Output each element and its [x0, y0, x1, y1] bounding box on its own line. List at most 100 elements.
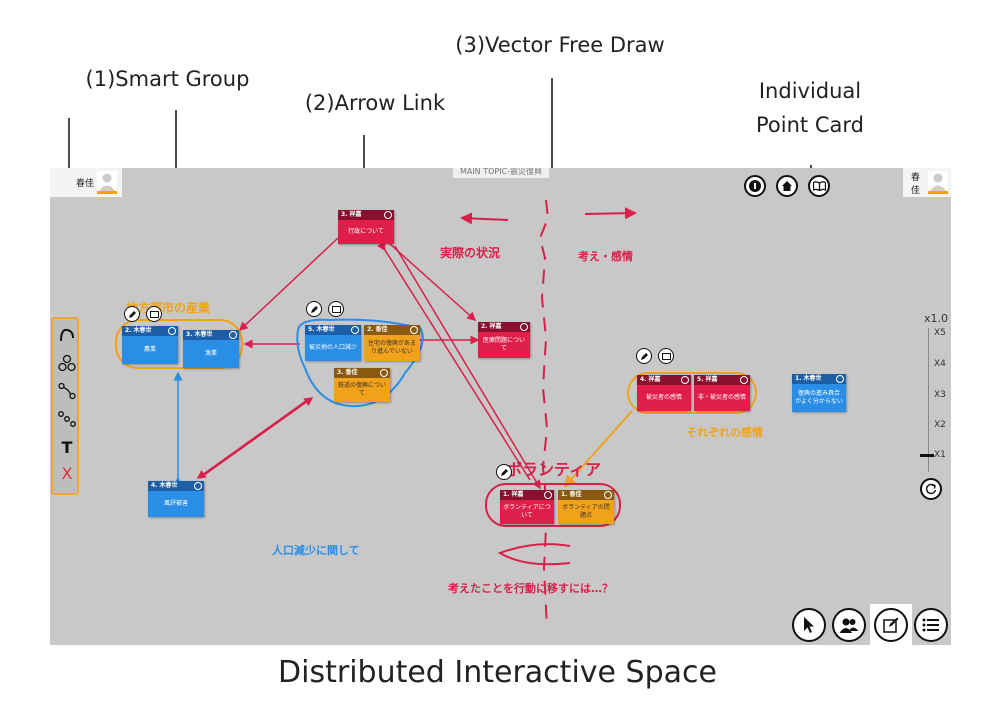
card-header: 4. 木春世 [148, 481, 204, 491]
user-right[interactable]: 春佳 [903, 168, 951, 197]
group-label-feelings: それぞれの感情 [686, 426, 763, 439]
pin-icon[interactable] [351, 326, 359, 334]
edit-pen-icon[interactable] [636, 348, 652, 364]
delete-tool-icon[interactable]: X [57, 463, 77, 483]
point-card[interactable]: 2. 香佳 住宅の復興があまり進んでいない [364, 325, 420, 361]
pin-icon[interactable] [604, 491, 612, 499]
point-card[interactable]: 1. 祥嘉 ボランティアについて [500, 490, 554, 524]
pin-icon[interactable] [681, 376, 689, 384]
zoom-level-selected[interactable]: X1 [934, 450, 946, 460]
annotation-smart-group: (1)Smart Group [85, 67, 250, 91]
interactive-canvas[interactable]: MAIN TOPIC-震災復興 春佳 春佳 [50, 168, 951, 645]
home-icon[interactable] [776, 175, 798, 197]
card-body: 非・被災者の感情 [697, 394, 746, 401]
pin-icon[interactable] [384, 211, 392, 219]
point-card[interactable]: 5. 木春世 被災地の人口減少 [305, 325, 361, 361]
pin-icon[interactable] [740, 376, 748, 384]
card-body: 漁業 [204, 350, 217, 357]
pin-icon[interactable] [520, 323, 528, 331]
card-header: 2. 木春世 [122, 326, 178, 336]
pin-icon[interactable] [410, 326, 418, 334]
zoom-level[interactable]: X2 [934, 420, 946, 430]
card-body: 鉄道の復興について [337, 382, 386, 397]
keyboard-icon[interactable] [328, 301, 344, 317]
list-mode-button[interactable] [914, 608, 948, 642]
individual-point-card[interactable]: 1. 木春世 復興の進み具合がよく分からない [792, 374, 846, 412]
point-card[interactable]: 3. 香佳 鉄道の復興について [334, 368, 390, 402]
user-avatar-icon [97, 171, 118, 194]
point-card[interactable]: 4. 木春世 風評被害 [148, 481, 204, 517]
card-header: 3. 祥嘉 [338, 210, 394, 220]
card-body: 風評被害 [163, 500, 188, 507]
annotation-individual-point-card-line1: Individual [758, 79, 862, 103]
zoom-level[interactable]: X5 [934, 328, 946, 338]
card-header: 3. 香佳 [334, 368, 390, 378]
users-mode-button[interactable] [832, 608, 866, 642]
card-body: 被災地の人口減少 [308, 344, 357, 351]
text-tool-label: T [61, 437, 73, 457]
user-left-name: 春佳 [76, 179, 95, 189]
annotation-vector-free-draw: (3)Vector Free Draw [455, 33, 665, 57]
zoom-slider-track[interactable] [928, 328, 929, 472]
group-label-volunteer: ボランティア [506, 460, 602, 479]
info-icon[interactable] [744, 175, 766, 197]
figure-caption: Distributed Interactive Space [278, 655, 717, 690]
card-body: 復興の進み具合がよく分からない [795, 390, 843, 405]
annotation-arrow-link: (2)Arrow Link [304, 91, 446, 115]
keyboard-icon[interactable] [146, 306, 162, 322]
zoom-level[interactable]: X4 [934, 359, 946, 369]
chain-tool-icon[interactable] [57, 409, 77, 429]
point-card[interactable]: 3. 祥嘉 行政について [338, 210, 394, 244]
card-body: ボランティアの問題点 [562, 504, 610, 519]
user-right-name: 春佳 [911, 172, 921, 196]
edit-pen-icon[interactable] [306, 301, 322, 317]
pin-icon[interactable] [168, 327, 176, 335]
card-body: 被災者の感情 [645, 394, 682, 401]
pin-icon[interactable] [836, 375, 844, 383]
free-text-population-decline: 人口減少に関して [272, 544, 360, 557]
user-left[interactable]: 春佳 [50, 168, 122, 197]
book-icon[interactable] [808, 175, 830, 197]
card-header: 4. 祥嘉 [637, 375, 691, 385]
text-tool-icon[interactable]: T [57, 437, 77, 457]
free-text-action-question: 考えたことを行動に移すには…？ [448, 582, 613, 595]
link-tool-icon[interactable] [57, 381, 77, 401]
main-topic-label: MAIN TOPIC-震災復興 [453, 168, 549, 178]
free-text-thoughts-feelings: 考え・感情 [578, 250, 633, 263]
pointer-mode-button[interactable] [792, 608, 826, 642]
annotation-individual-point-card-line2: Point Card [756, 113, 864, 137]
card-header: 5. 祥嘉 [694, 375, 750, 385]
point-card[interactable]: 2. 祥嘉 医療問題について [478, 322, 530, 358]
pin-icon[interactable] [544, 491, 552, 499]
reset-zoom-icon[interactable] [920, 478, 942, 500]
keyboard-icon[interactable] [658, 348, 674, 364]
card-body: ボランティアについて [503, 504, 551, 519]
pin-icon[interactable] [194, 482, 202, 490]
free-text-actual-situation: 実際の状況 [440, 246, 501, 260]
circles-tool-icon[interactable] [57, 353, 77, 373]
delete-tool-label: X [61, 463, 73, 483]
card-header: 3. 木春世 [183, 330, 239, 340]
drawing-toolbar: T X [51, 317, 79, 495]
point-card[interactable]: 2. 木春世 農業 [122, 326, 178, 364]
pin-icon[interactable] [229, 331, 237, 339]
zoom-level[interactable]: X3 [934, 390, 946, 400]
curve-tool-icon[interactable] [57, 325, 77, 345]
draw-mode-icon [874, 608, 908, 642]
card-body: 農業 [143, 346, 156, 353]
point-card[interactable]: 3. 木春世 漁業 [183, 330, 239, 368]
point-card[interactable]: 4. 祥嘉 被災者の感情 [637, 375, 691, 411]
zoom-slider-thumb[interactable] [920, 454, 934, 457]
edit-pen-icon[interactable] [496, 464, 512, 480]
card-body: 住宅の復興があまり進んでいない [367, 340, 416, 355]
point-card[interactable]: 1. 香佳 ボランティアの問題点 [558, 490, 614, 524]
card-header: 1. 祥嘉 [500, 490, 554, 500]
point-card[interactable]: 5. 祥嘉 非・被災者の感情 [694, 375, 750, 411]
card-header: 2. 祥嘉 [478, 322, 530, 332]
pin-icon[interactable] [380, 369, 388, 377]
edit-pen-icon[interactable] [124, 306, 140, 322]
draw-mode-button-active[interactable] [870, 604, 912, 645]
card-header: 1. 香佳 [558, 490, 614, 500]
card-header: 1. 木春世 [792, 374, 846, 384]
card-header: 5. 木春世 [305, 325, 361, 335]
